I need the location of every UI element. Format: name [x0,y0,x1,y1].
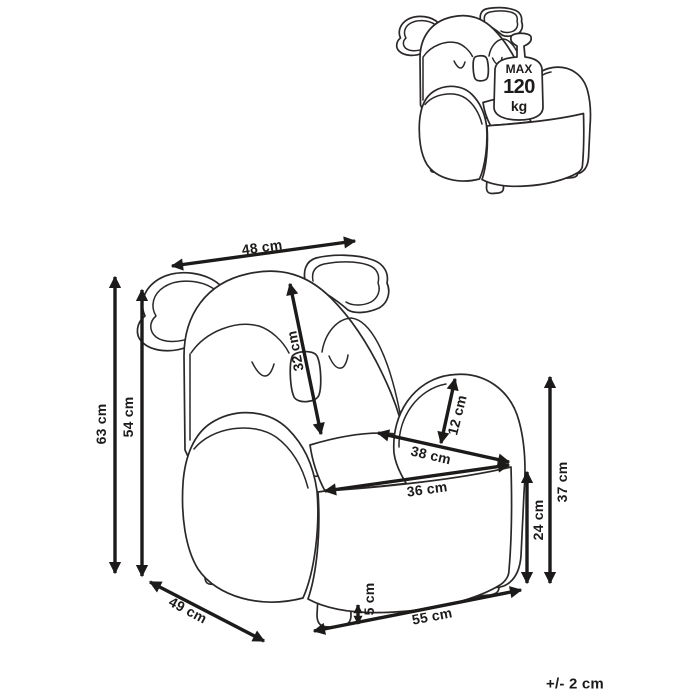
weight-limit-value: 120 [503,76,535,98]
arrow-backrest-diagonal-32cm [286,282,325,436]
arrow-base-width-55cm [312,586,523,635]
dimension-arrows [108,236,557,643]
weight-icon [494,33,543,120]
main-chair-drawing [136,254,526,628]
weight-limit-prefix: MAX [505,62,533,76]
arrow-seat-depth-38cm [376,429,511,466]
dimension-label-seat-floor-height: 24 cm [530,499,546,541]
weight-limit-badge: MAX 120 kg [494,63,544,113]
dimension-label-backrest-height: 54 cm [120,396,136,438]
dimension-label-total-height: 63 cm [93,403,109,445]
dimension-label-armrest-floor-height: 37 cm [554,461,570,503]
arrow-top-width-48cm [170,236,357,271]
arrow-seat-width-36cm [323,460,511,496]
weight-limit-unit: kg [510,98,528,114]
tolerance-note: +/- 2 cm [546,675,604,693]
arrow-base-depth-49cm [148,580,266,643]
dimension-label-leg-height: 5 cm [361,582,377,616]
